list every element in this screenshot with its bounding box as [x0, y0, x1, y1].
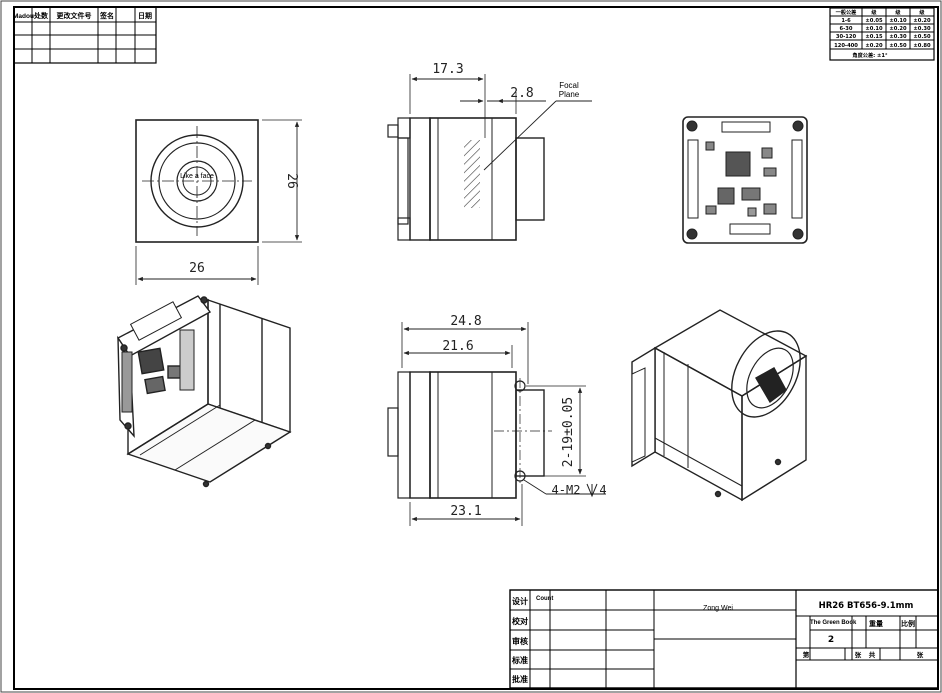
title-row-label: 标准	[511, 655, 528, 665]
bottom-base-dimension: 23.1	[450, 504, 481, 519]
title-row-label: 校对	[512, 616, 528, 626]
bottom-body-dimension: 21.6	[442, 339, 473, 354]
tol-cell: ±0.50	[913, 34, 931, 40]
tol-cell: 级	[895, 8, 901, 16]
tol-cell: ±0.50	[889, 43, 907, 49]
title-row-label: 审核	[512, 636, 528, 646]
tol-cell: ±0.20	[865, 43, 883, 49]
tol-cell: ±0.10	[865, 26, 883, 32]
revision-header: 更改文件号	[57, 11, 92, 20]
bottom-overall-dimension: 24.8	[450, 314, 481, 329]
revision-header: 日期	[138, 11, 152, 20]
revision-table: Madou 处数 更改文件号 签名 日期	[13, 6, 157, 64]
tol-cell: 30-120	[836, 34, 857, 40]
tol-cell: ±0.10	[889, 18, 907, 24]
tolerance-table: 一般公差 级 级 级 1-6 ±0.05 ±0.10 ±0.20 6-30 ±0…	[829, 7, 935, 61]
sheet-label: 第	[803, 650, 810, 659]
front-view	[135, 119, 302, 285]
inner-border	[13, 6, 939, 690]
tol-cell: 1-6	[841, 18, 851, 24]
book-label: The Green Book	[810, 620, 857, 626]
sheet-label: 共	[869, 650, 876, 659]
iso-view-front	[631, 309, 808, 502]
bottom-view	[387, 322, 606, 526]
tol-cell: 级	[871, 8, 877, 16]
tol-cell: ±0.20	[913, 18, 931, 24]
sheet-label: 张	[855, 650, 862, 659]
revision-header: 处数	[33, 11, 49, 20]
tol-cell: 6-30	[840, 26, 853, 32]
side-view	[387, 74, 592, 241]
designer-name: Zong Wei	[703, 605, 733, 612]
iso-view-rear	[116, 295, 292, 488]
count-label: Count	[536, 596, 553, 602]
lens-note: Like a face	[180, 173, 214, 180]
bolt-spacing-dimension: 2-19±0.05	[561, 397, 576, 467]
focal-plane-label: Focal	[559, 81, 579, 90]
tol-cell: 一般公差	[836, 8, 857, 16]
side-length-dimension: 17.3	[432, 62, 463, 77]
drawing-title: HR26 BT656-9.1mm	[819, 601, 914, 611]
title-block	[509, 589, 939, 689]
tol-cell: ±0.30	[889, 34, 907, 40]
tol-footer: 角度公差: ±1°	[852, 51, 888, 59]
pcb-rear-view	[682, 116, 808, 244]
hole-note: 4-M2	[552, 483, 581, 497]
title-row-label: 批准	[512, 674, 528, 684]
tol-cell: ±0.15	[865, 34, 883, 40]
scale-value: 2	[828, 635, 834, 645]
front-width-dimension: 26	[189, 261, 205, 276]
hole-depth: 4	[599, 483, 606, 497]
tol-cell: ±0.20	[889, 26, 907, 32]
tol-cell: ±0.30	[913, 26, 931, 32]
sheet-label: 张	[917, 650, 924, 659]
focal-offset-dimension: 2.8	[510, 86, 533, 101]
focal-plane-label: Plane	[559, 90, 580, 99]
mini-header: 重量	[869, 619, 883, 628]
title-row-label: 设计	[512, 596, 528, 606]
tol-cell: 120-400	[834, 43, 858, 49]
front-height-dimension: 26	[284, 173, 299, 189]
revision-first-cell: Madou	[13, 13, 34, 20]
tol-cell: ±0.80	[913, 43, 931, 49]
tol-cell: ±0.05	[865, 18, 883, 24]
mini-header: 比例	[901, 619, 915, 628]
tol-cell: 级	[919, 8, 925, 16]
revision-header: 签名	[99, 11, 114, 20]
